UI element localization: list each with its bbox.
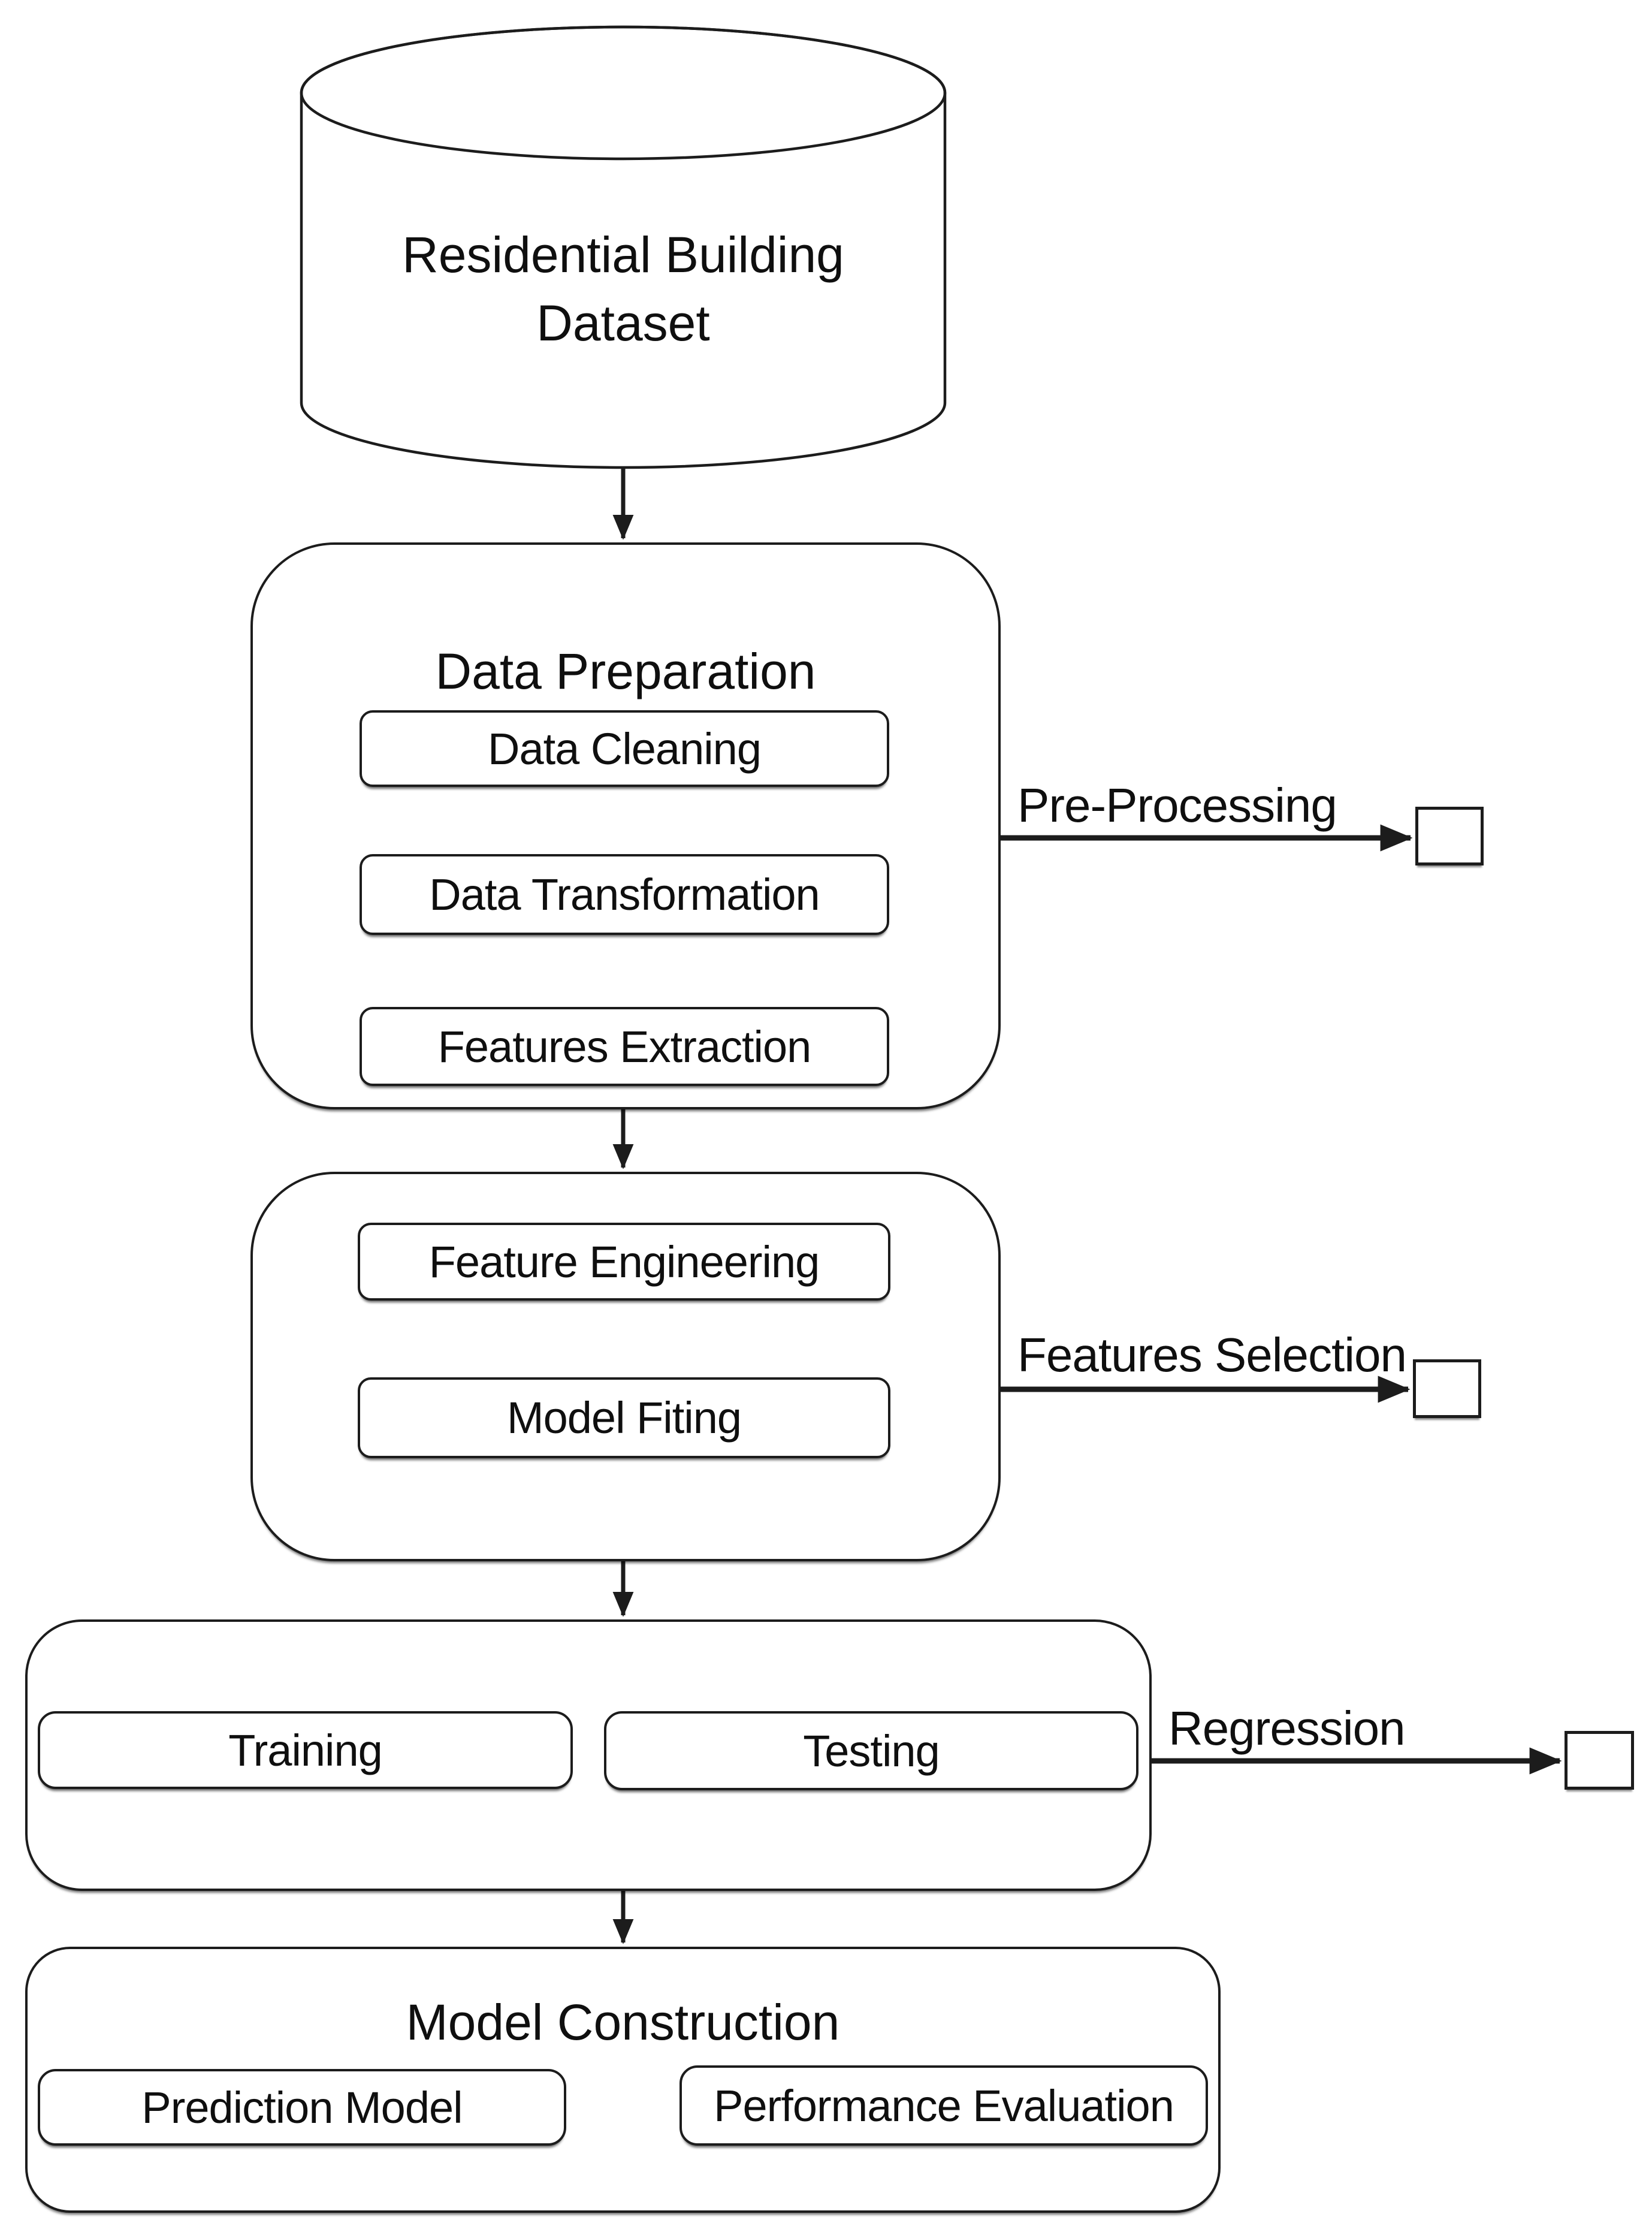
pre-processing-label: Pre-Processing xyxy=(1017,779,1337,832)
step-testing: Testing xyxy=(604,1711,1138,1790)
regression-endpoint-square xyxy=(1565,1731,1634,1790)
data-preparation-title: Data Preparation xyxy=(435,643,816,699)
cylinder-top-rim xyxy=(300,25,947,161)
regression-label: Regression xyxy=(1168,1702,1406,1755)
step-data-cleaning: Data Cleaning xyxy=(360,710,889,787)
step-prediction-model: Prediction Model xyxy=(38,2069,566,2146)
step-features-extraction: Features Extraction xyxy=(360,1007,889,1086)
step-model-fiting: Model Fiting xyxy=(358,1377,890,1458)
model-construction-title: Model Construction xyxy=(406,1994,840,2050)
step-performance-evaluation: Performance Evaluation xyxy=(679,2065,1208,2146)
dataset-label: Residential Building Dataset xyxy=(336,221,911,357)
features-selection-label: Features Selection xyxy=(1017,1328,1407,1382)
features-selection-endpoint-square xyxy=(1413,1359,1481,1418)
step-data-transformation: Data Transformation xyxy=(360,854,889,935)
pre-processing-endpoint-square xyxy=(1415,807,1484,865)
dataset-cylinder xyxy=(300,25,947,469)
dataset-label-line1: Residential Building xyxy=(402,227,844,283)
step-training: Training xyxy=(38,1711,573,1789)
step-feature-engineering: Feature Engineering xyxy=(358,1223,890,1301)
dataset-label-line2: Dataset xyxy=(536,295,710,352)
